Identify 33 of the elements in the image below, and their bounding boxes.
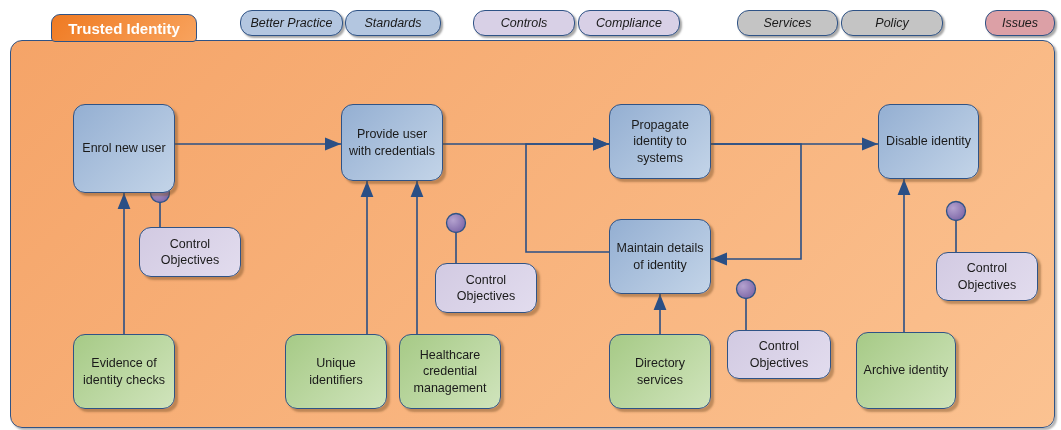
source-box: Healthcare credential management xyxy=(399,334,501,409)
pin-connector xyxy=(735,278,757,331)
legend-chip: Better Practice xyxy=(240,10,343,36)
control-box: Control Objectives xyxy=(435,263,537,313)
panel-tab: Trusted Identity xyxy=(51,14,197,42)
arrow xyxy=(174,137,342,151)
arrow xyxy=(653,293,667,335)
source-box: Directory services xyxy=(609,334,711,409)
control-box: Control Objectives xyxy=(139,227,241,277)
pin-connector xyxy=(945,200,967,253)
arrow xyxy=(897,178,911,333)
process-box: Provide user with credentials xyxy=(341,104,443,181)
source-box: Archive identity xyxy=(856,332,956,409)
arrow xyxy=(117,192,131,335)
control-box: Control Objectives xyxy=(936,252,1038,301)
legend-chip: Compliance xyxy=(578,10,680,36)
arrow xyxy=(410,180,424,335)
arrow xyxy=(525,137,610,253)
control-box: Control Objectives xyxy=(727,330,831,379)
process-box: Propagate identity to systems xyxy=(609,104,711,179)
process-box: Enrol new user xyxy=(73,104,175,193)
arrow xyxy=(360,180,374,335)
legend-chip: Issues xyxy=(985,10,1055,36)
legend-chip: Services xyxy=(737,10,838,36)
source-box: Evidence of identity checks xyxy=(73,334,175,409)
arrow xyxy=(710,143,802,266)
process-box: Disable identity xyxy=(878,104,979,179)
legend-chip: Policy xyxy=(841,10,943,36)
pin-connector xyxy=(445,212,467,264)
legend-chip: Standards xyxy=(345,10,441,36)
source-box: Unique identifiers xyxy=(285,334,387,409)
legend-chip: Controls xyxy=(473,10,575,36)
process-box: Maintain details of identity xyxy=(609,219,711,294)
